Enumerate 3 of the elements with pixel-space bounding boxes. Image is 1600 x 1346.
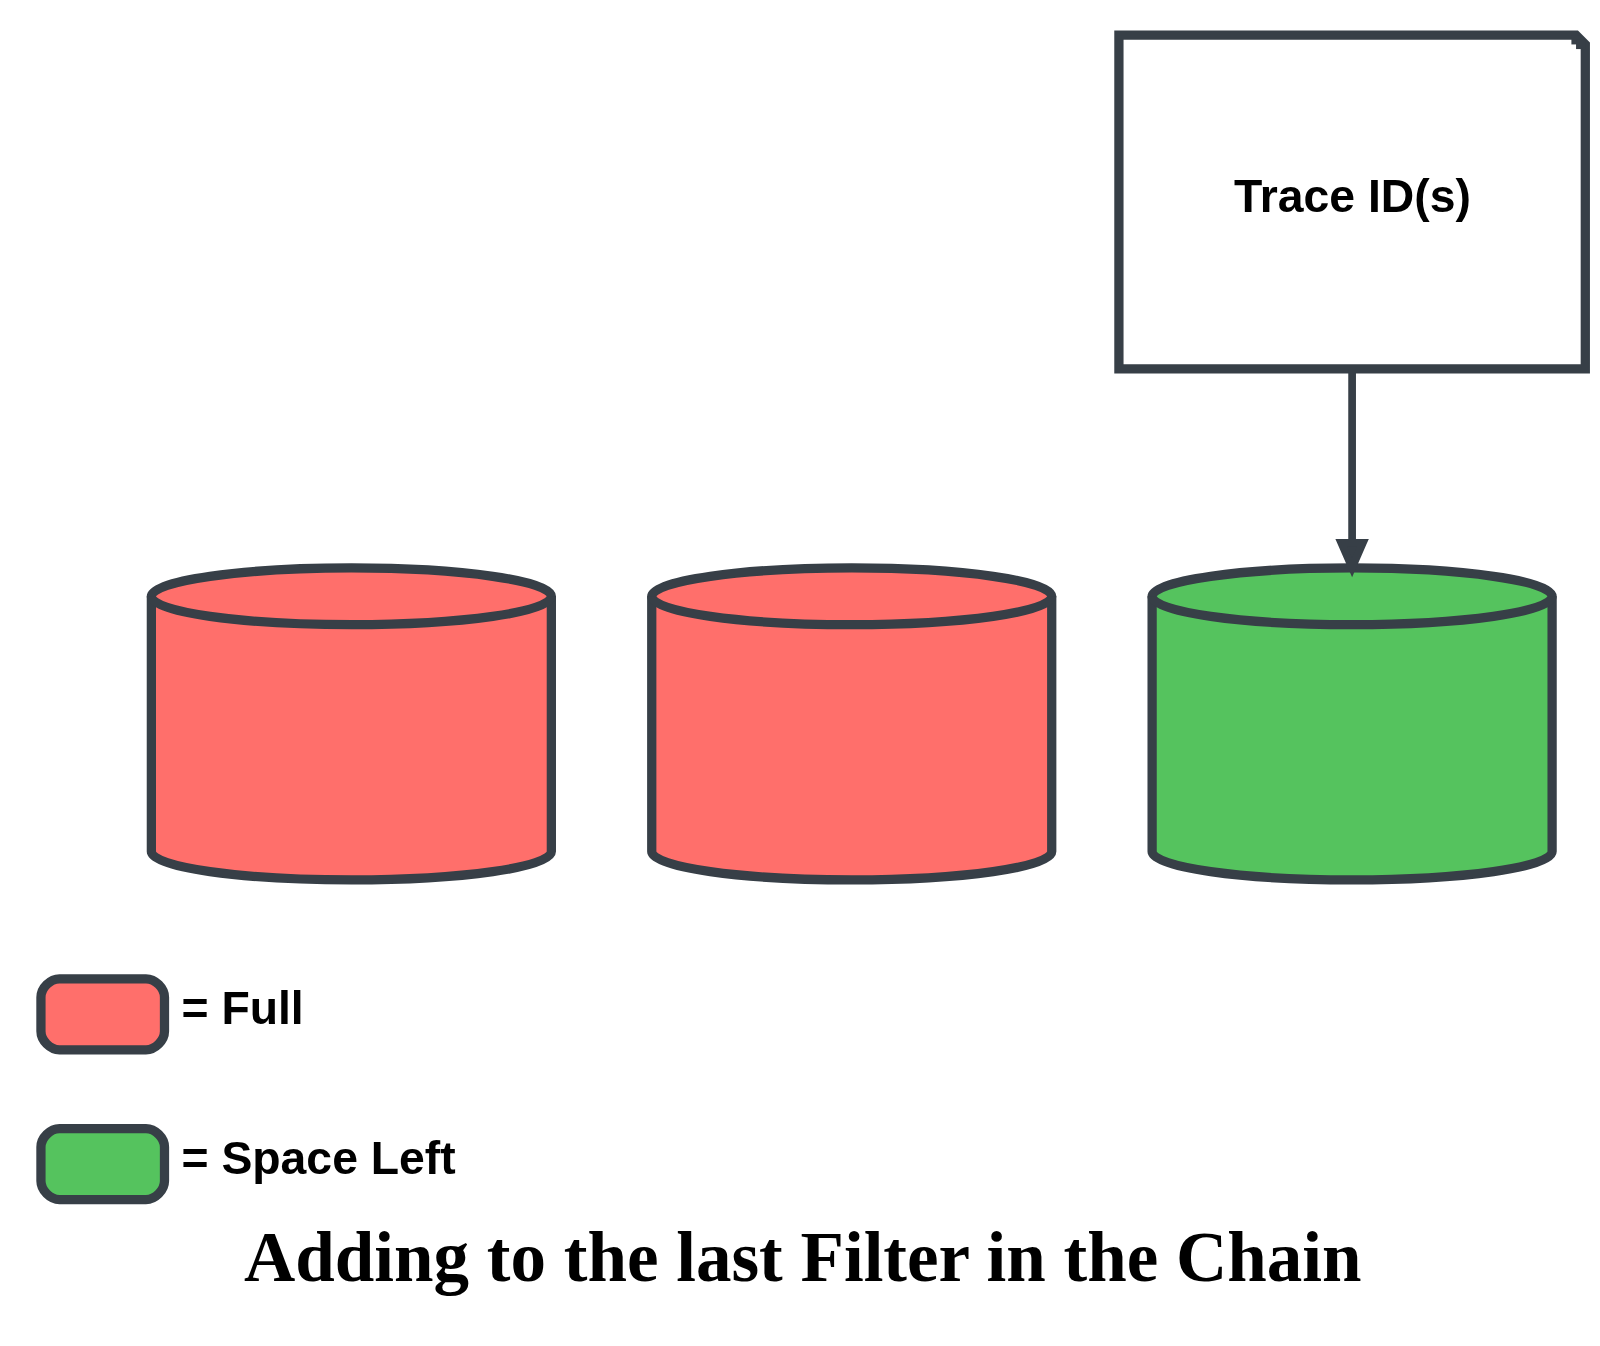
- caption: Adding to the last Filter in the Chain: [244, 1218, 1362, 1297]
- legend-label: = Space Left: [181, 1132, 456, 1185]
- legend-label: = Full: [181, 982, 304, 1035]
